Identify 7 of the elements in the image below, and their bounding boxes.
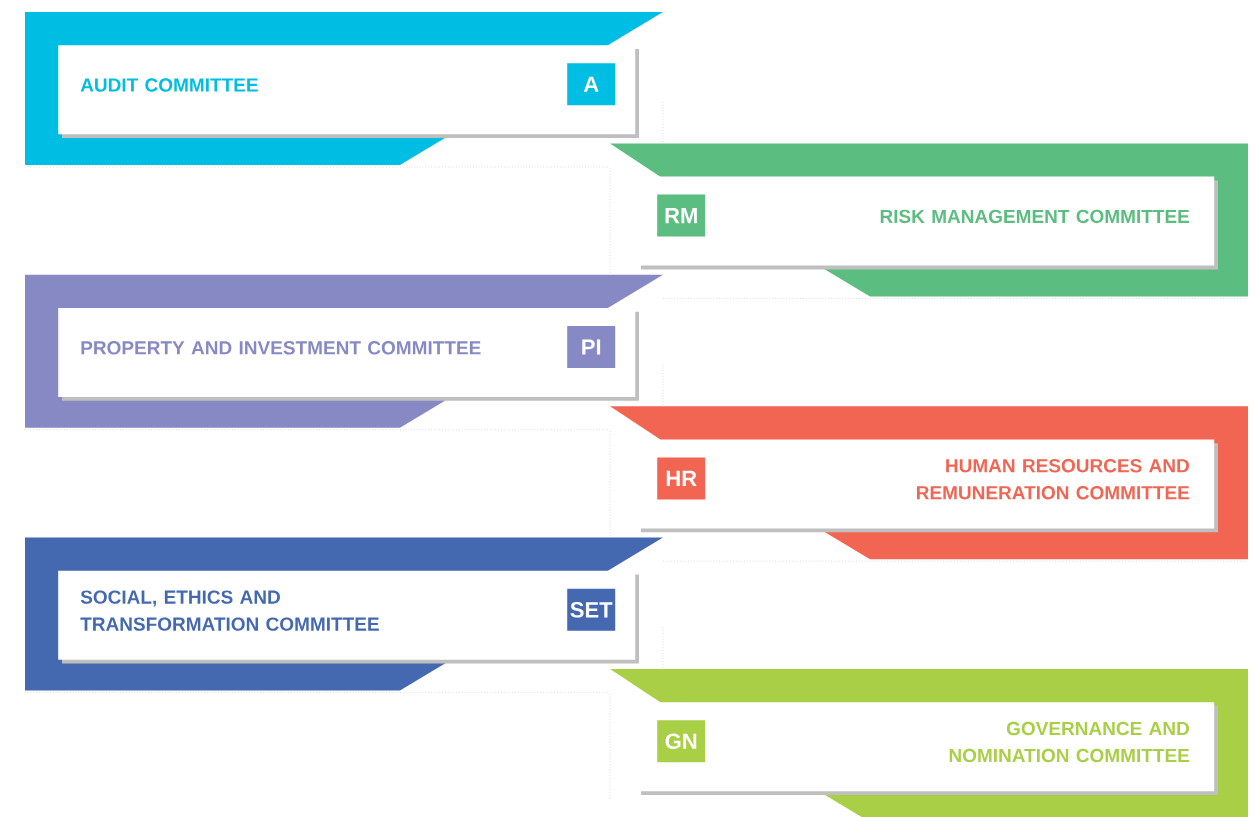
abbreviation-badge: HR (657, 457, 706, 500)
abbreviation-badge: A (567, 63, 616, 106)
abbreviation-badge: GN (657, 720, 706, 763)
abbreviation-badge: SET (567, 588, 616, 631)
abbreviation-badge: PI (567, 326, 616, 368)
abbreviation-badge: RM (657, 194, 706, 237)
node-label: RISK MANAGEMENT COMMITTEE (880, 209, 1190, 224)
